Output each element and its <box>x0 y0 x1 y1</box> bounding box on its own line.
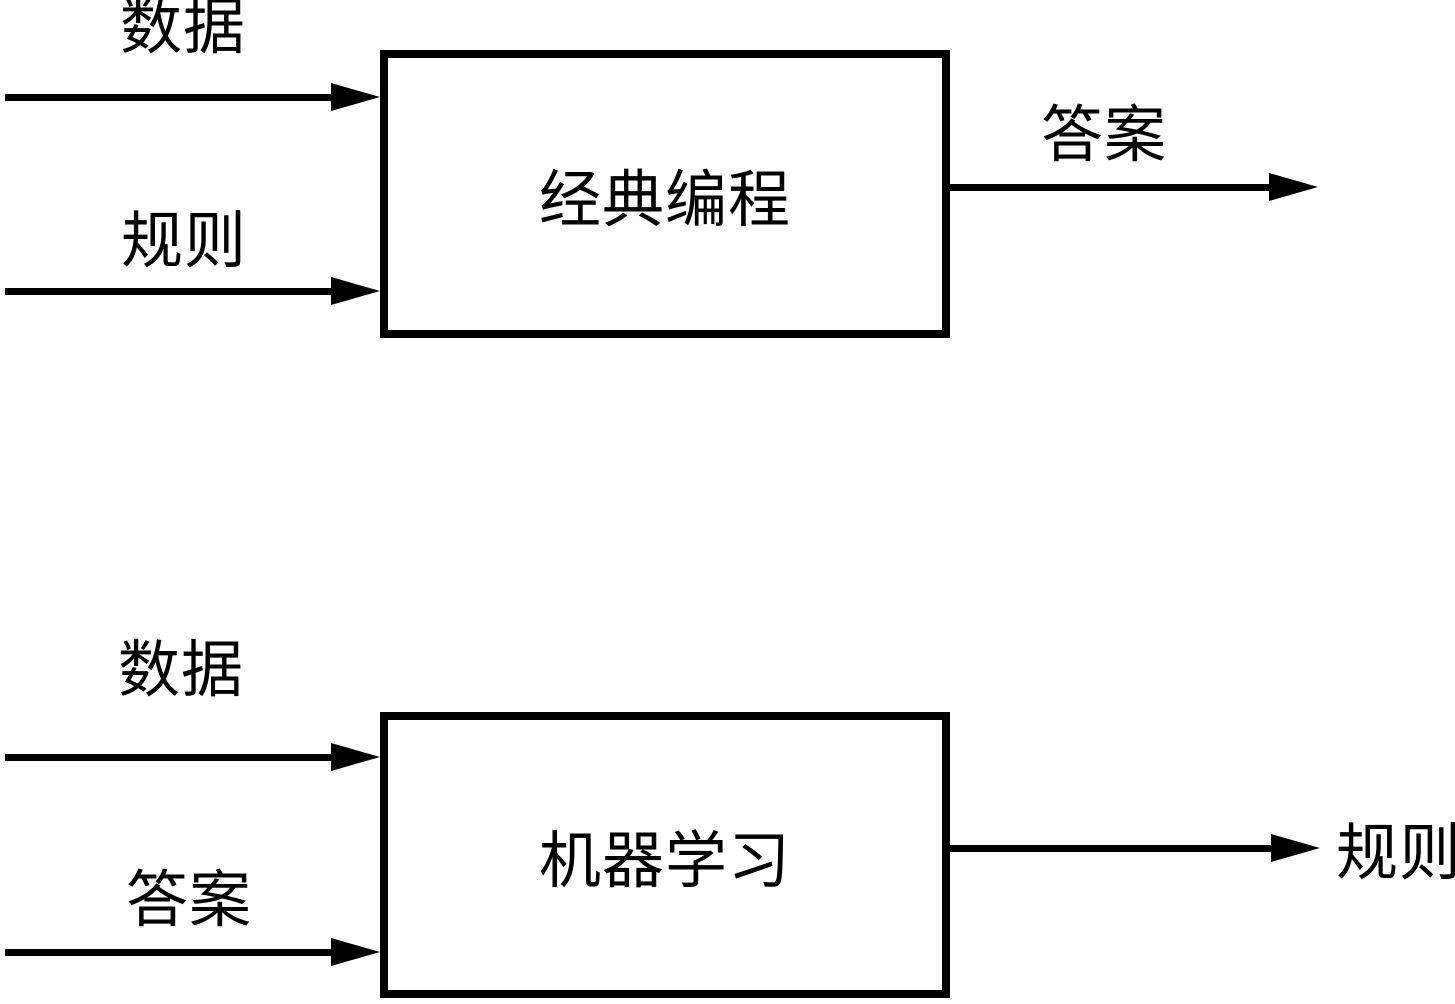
arrowhead-right-icon <box>331 743 380 771</box>
input-label-answers: 答案 <box>126 867 253 935</box>
input-arrow-rules <box>5 273 380 309</box>
arrow-shaft <box>5 753 331 761</box>
arrowhead-right-icon <box>331 938 380 966</box>
input-arrow-answers <box>5 934 380 970</box>
arrow-shaft <box>945 183 1269 191</box>
arrowhead-right-icon <box>331 83 380 111</box>
input-label-data: 数据 <box>120 0 247 62</box>
output-arrow-rules <box>946 830 1320 866</box>
output-arrow-answers <box>945 169 1318 205</box>
arrowhead-right-icon <box>1271 834 1320 862</box>
input-arrow-data <box>5 739 380 775</box>
input-label-rules: 规则 <box>121 208 248 276</box>
process-box-label: 经典编程 <box>538 167 791 235</box>
arrow-shaft <box>5 287 331 295</box>
arrow-shaft <box>5 948 331 956</box>
input-arrow-data <box>5 79 380 115</box>
input-label-data: 数据 <box>118 637 245 705</box>
process-box-classical-programming: 经典编程 <box>380 50 950 338</box>
arrowhead-right-icon <box>1269 173 1318 201</box>
output-label-rules: 规则 <box>1336 820 1455 888</box>
process-box-label: 机器学习 <box>538 828 791 896</box>
arrow-shaft <box>946 844 1271 852</box>
output-label-answers: 答案 <box>1041 102 1168 170</box>
arrowhead-right-icon <box>331 277 380 305</box>
arrow-shaft <box>5 93 331 101</box>
process-box-machine-learning: 机器学习 <box>380 712 950 998</box>
